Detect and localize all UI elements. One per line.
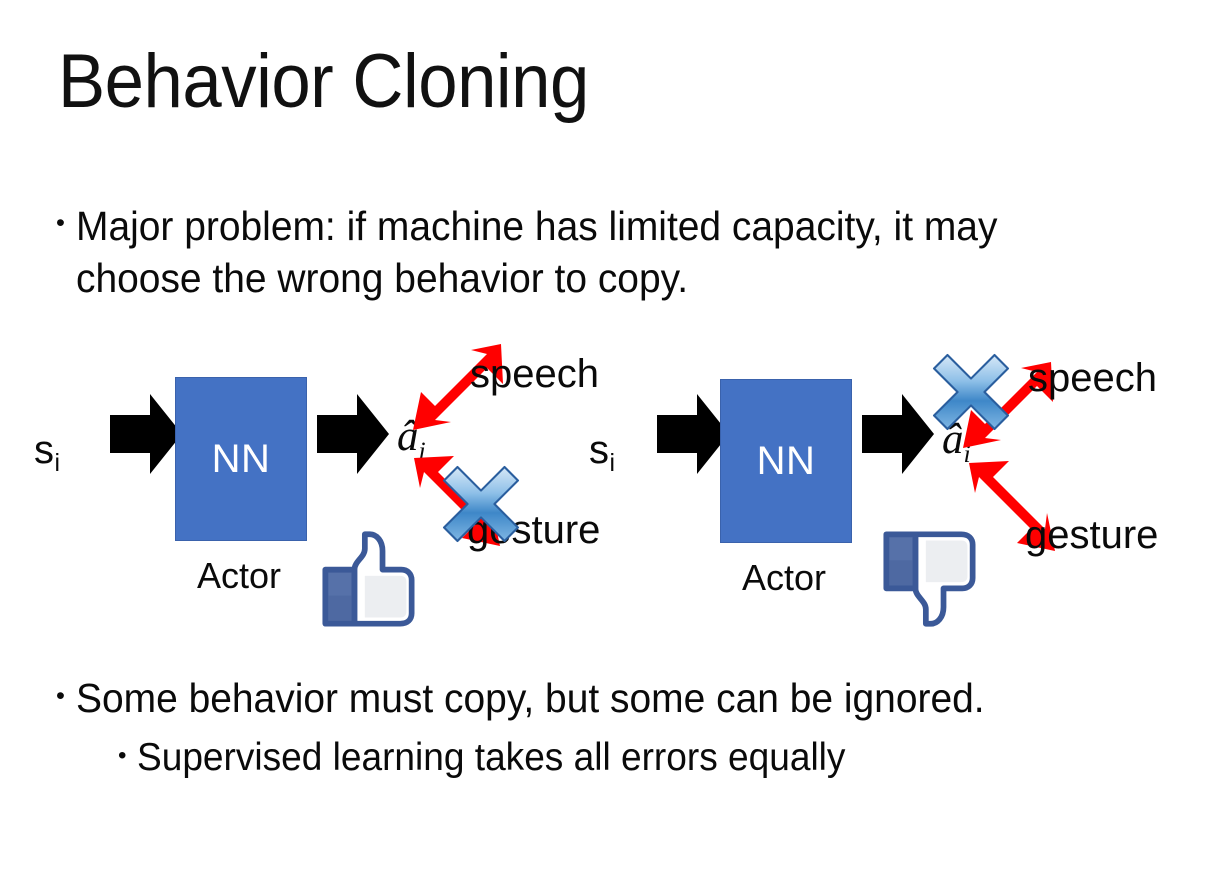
output-label-gesture-right: gesture <box>1025 513 1159 557</box>
nn-box-label-left: NN <box>211 436 271 481</box>
bullet-supervised-learning: • Supervised learning takes all errors e… <box>118 733 1158 782</box>
bullet-major-problem: • Major problem: if machine has limited … <box>56 200 1136 305</box>
bullet-some-behavior: • Some behavior must copy, but some can … <box>56 673 1156 725</box>
bullet-marker-icon: • <box>56 209 65 238</box>
output-arrow-left-icon <box>317 394 389 474</box>
output-label-speech-right: speech <box>1028 356 1157 400</box>
blue-cross-gesture-left-icon <box>442 465 520 543</box>
state-label-left: si <box>34 428 61 477</box>
thumbs-down-icon <box>883 531 976 627</box>
bullet-supervised-learning-text: Supervised learning takes all errors equ… <box>136 736 846 779</box>
actor-caption-right: Actor <box>742 557 827 598</box>
bullet-some-behavior-text: Some behavior must copy, but some can be… <box>75 675 985 721</box>
input-arrow-right-icon <box>657 394 729 474</box>
output-arrow-right-icon <box>862 394 934 474</box>
red-arrow-gesture-right-icon <box>969 461 1055 551</box>
diagram-right-bad-case: si NN Actor âi speech gesture <box>565 340 1165 630</box>
input-arrow-left-icon <box>110 394 182 474</box>
diagram-left-good-case: si NN Actor âi <box>10 340 610 630</box>
nn-box-label-right: NN <box>756 438 816 483</box>
thumbs-up-icon <box>322 531 415 627</box>
nn-box-right: NN <box>720 379 852 543</box>
bullet-major-problem-text: Major problem: if machine has limited ca… <box>75 203 998 302</box>
red-arrow-speech-left-icon <box>413 344 503 430</box>
nn-box-left: NN <box>175 377 307 541</box>
bullet-marker-icon: • <box>118 741 127 769</box>
output-label-speech-left: speech <box>470 352 599 396</box>
blue-cross-speech-right-icon <box>932 353 1010 431</box>
red-arrow-speech-right-icon <box>963 362 1053 448</box>
bullet-marker-icon: • <box>56 682 65 711</box>
red-arrow-gesture-left-icon <box>414 456 500 546</box>
state-label-right: si <box>589 428 616 477</box>
action-label-left: âi <box>397 413 426 465</box>
actor-caption-left: Actor <box>197 555 282 596</box>
page-title: Behavior Cloning <box>58 39 589 124</box>
